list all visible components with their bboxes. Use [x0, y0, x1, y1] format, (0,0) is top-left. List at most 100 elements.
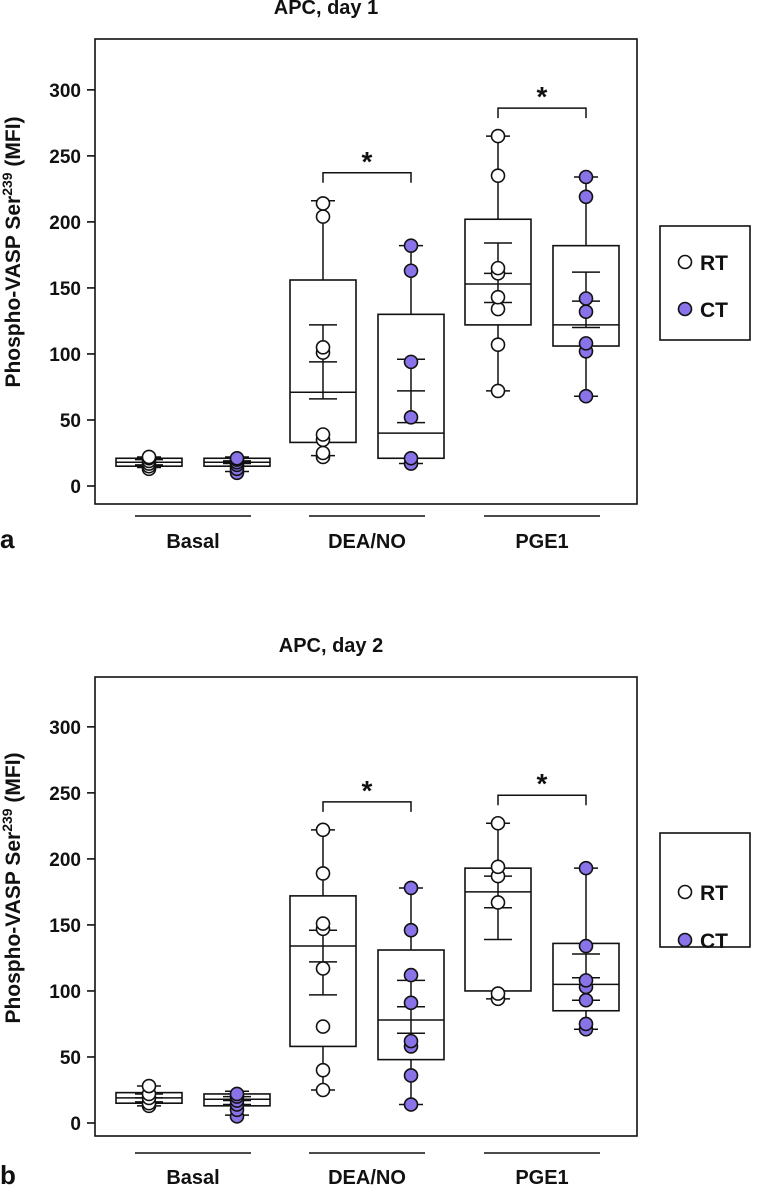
group-label: PGE1	[515, 1167, 568, 1189]
legend-frame-a	[659, 225, 751, 341]
y-tick-label: 250	[49, 147, 81, 168]
significance-bracket	[497, 794, 587, 806]
box-ct-pge1	[552, 860, 620, 1037]
significance-star: *	[362, 775, 373, 806]
data-point	[403, 450, 419, 466]
group-label: PGE1	[515, 531, 568, 553]
y-tick-label: 0	[70, 1114, 81, 1135]
group-label: DEA/NO	[328, 1167, 406, 1189]
y-tick-label: 0	[70, 477, 81, 498]
legend-marker-ct-a	[677, 301, 693, 317]
group-labels-b: Basal DEA/NO PGE1	[135, 1152, 600, 1189]
data-point	[490, 986, 506, 1001]
box-ct-deano	[377, 880, 445, 1112]
legend-b: RT CT	[659, 832, 751, 953]
group-label: Basal	[166, 1167, 219, 1189]
data-point	[490, 383, 506, 399]
data-point	[315, 427, 331, 442]
data-point	[315, 196, 331, 211]
y-tick-label: 100	[49, 982, 81, 1003]
y-tick-label: 300	[49, 81, 81, 102]
data-point	[315, 340, 331, 355]
panel-b: APC, day 2 Phospho-VASP Ser239 (MFI) 0 50…	[0, 635, 638, 1190]
data-point	[490, 895, 506, 910]
legend-label-ct-a: CT	[700, 299, 728, 322]
data-point	[315, 1082, 331, 1098]
data-point	[403, 1068, 419, 1083]
y-tick-label: 50	[60, 411, 81, 432]
data-point	[490, 289, 506, 305]
data-point	[315, 1062, 331, 1078]
data-point	[490, 168, 506, 183]
data-point	[315, 961, 331, 976]
data-point	[578, 169, 594, 185]
plot-frame-a	[94, 38, 638, 505]
data-point	[490, 815, 506, 831]
significance-bracket	[497, 107, 587, 119]
data-point	[403, 995, 419, 1011]
group-labels-a: Basal DEA/NO PGE1	[135, 515, 600, 553]
legend-marker-ct-b	[677, 932, 693, 948]
boxes-a	[115, 128, 620, 481]
y-axis-label-b: Phospho-VASP Ser239 (MFI)	[0, 752, 25, 1023]
data-point	[490, 260, 506, 276]
box-ct-basal	[203, 1086, 271, 1124]
panel-a: APC, day 1 Phospho-VASP Ser239 (MFI) 050…	[0, 0, 638, 554]
legend-marker-rt-b	[677, 884, 693, 900]
y-tick-label: 100	[49, 345, 81, 366]
legend-label-rt-b: RT	[700, 882, 728, 905]
legend-label-ct-b: CT	[700, 930, 728, 953]
data-point	[578, 388, 594, 404]
data-point	[403, 354, 419, 370]
y-tick-label: 150	[49, 279, 81, 300]
data-point	[578, 938, 594, 954]
data-point	[315, 866, 331, 881]
data-point	[403, 967, 419, 983]
chart-title-b: APC, day 2	[279, 635, 383, 657]
group-label: DEA/NO	[328, 531, 406, 553]
panel-label-a: a	[0, 524, 15, 554]
data-point	[403, 1097, 419, 1112]
significance-star: *	[362, 146, 373, 177]
data-point	[490, 337, 506, 353]
significance-bracket	[322, 172, 412, 183]
significance-a: **	[322, 81, 587, 183]
y-tick-label: 250	[49, 784, 81, 805]
significance-star: *	[537, 768, 548, 799]
y-tick-label: 200	[49, 213, 81, 234]
box-rt-pge1	[464, 128, 532, 399]
data-point	[403, 922, 419, 938]
data-point	[578, 992, 594, 1008]
legend-frame-b	[659, 832, 751, 948]
y-ticks-a: 0 50 100 150 200 250 300	[49, 81, 95, 498]
significance-bracket	[322, 801, 412, 812]
data-point	[315, 1019, 331, 1034]
box-rt-deano	[289, 822, 357, 1098]
data-point	[403, 1033, 419, 1049]
data-point	[141, 449, 157, 465]
y-tick-label: 50	[60, 1048, 81, 1069]
y-tick-label: 150	[49, 916, 81, 937]
y-tick-label: 300	[49, 718, 81, 739]
significance-star: *	[537, 81, 548, 112]
data-point	[229, 450, 245, 466]
data-point	[578, 1016, 594, 1032]
data-point	[315, 445, 331, 461]
data-point	[403, 410, 419, 425]
y-tick-label: 200	[49, 850, 81, 871]
data-point	[229, 1086, 245, 1102]
data-point	[315, 916, 331, 931]
box-rt-pge1	[464, 815, 532, 1007]
data-point	[578, 973, 594, 988]
box-rt-basal	[115, 1078, 183, 1114]
group-label: Basal	[166, 531, 219, 553]
data-point	[578, 304, 594, 319]
legend-label-rt-a: RT	[700, 252, 728, 275]
data-point	[490, 301, 506, 317]
data-point	[315, 822, 331, 838]
y-ticks-b: 0 50 100 150 200 250 300	[49, 718, 95, 1135]
data-point	[578, 291, 594, 306]
y-axis-label-a: Phospho-VASP Ser239 (MFI)	[0, 116, 25, 387]
box-rt-deano	[289, 196, 357, 465]
